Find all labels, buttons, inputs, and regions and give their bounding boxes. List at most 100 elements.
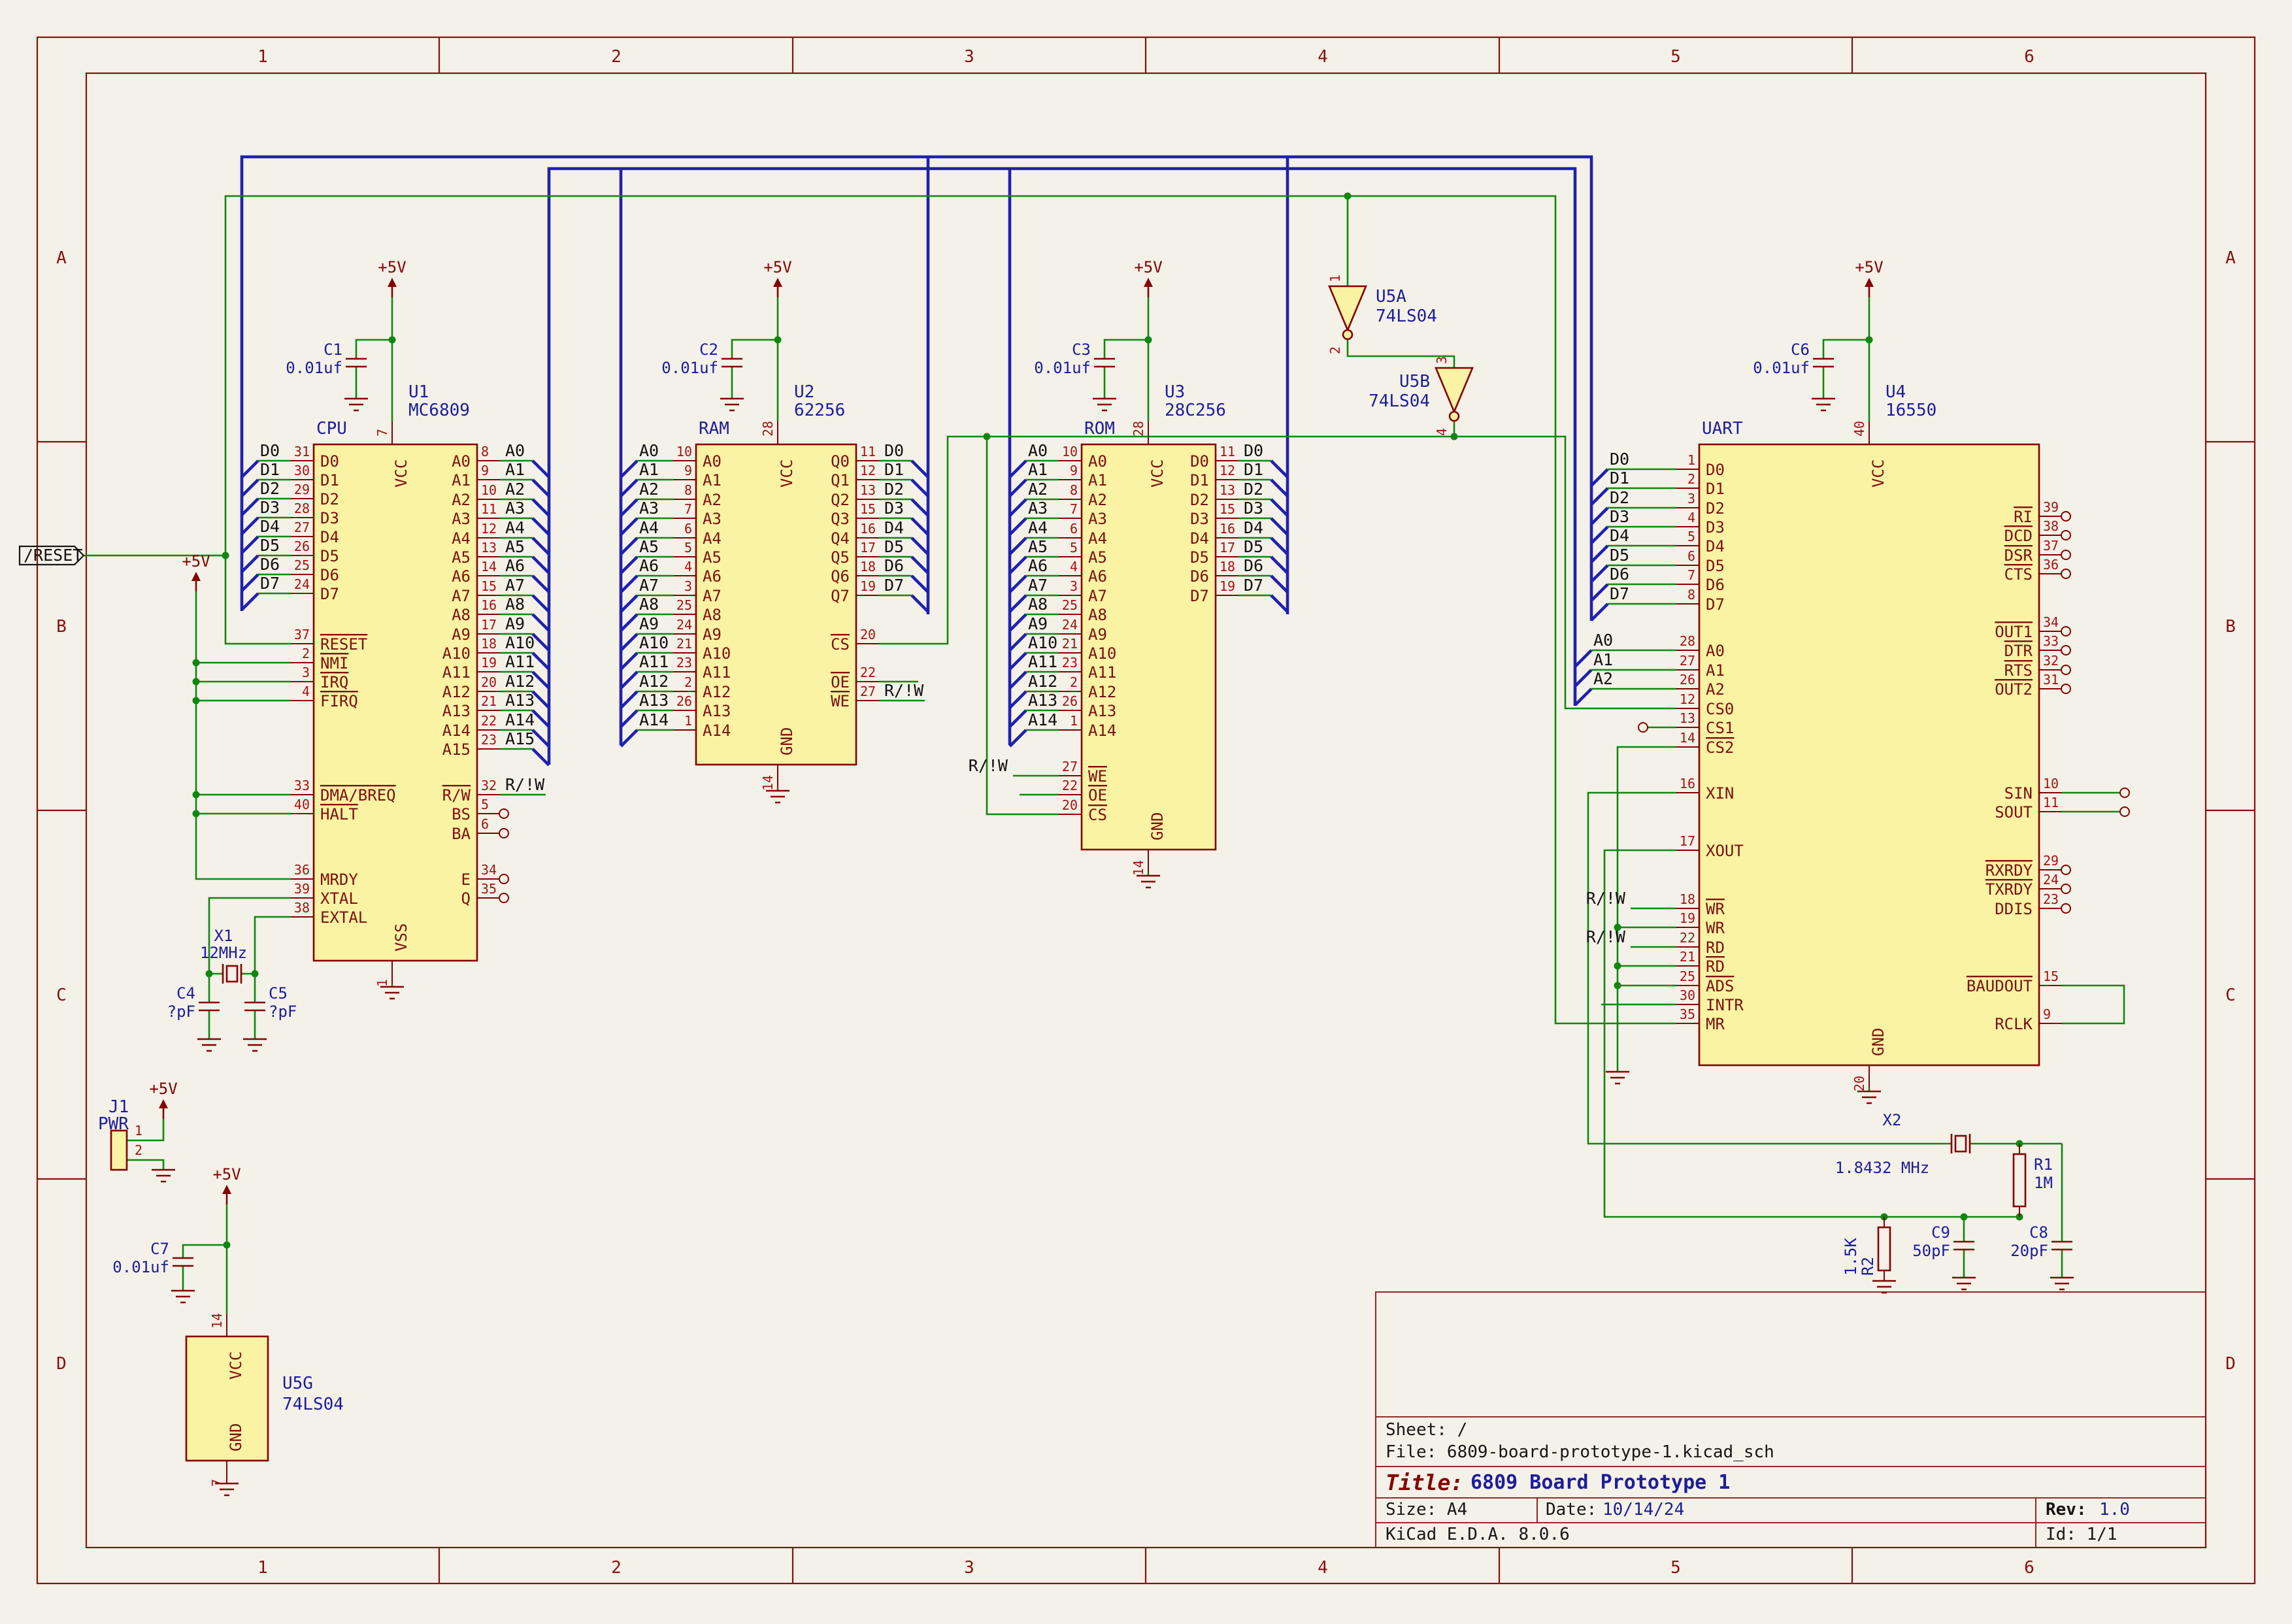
gnd-symbol[interactable] — [1093, 397, 1116, 412]
bus-entry[interactable] — [1590, 487, 1609, 506]
wire[interactable] — [127, 1119, 165, 1142]
bus-entry[interactable] — [620, 613, 639, 632]
bus-entry[interactable] — [241, 535, 259, 554]
bus-entry[interactable] — [531, 459, 550, 478]
gnd-symbol[interactable] — [1606, 1070, 1629, 1085]
bus-entry[interactable] — [1008, 729, 1027, 748]
bus-entry[interactable] — [531, 729, 550, 748]
inverter-U5A[interactable] — [1328, 285, 1367, 333]
bus-entry[interactable] — [1008, 555, 1027, 574]
gnd-symbol[interactable] — [720, 397, 744, 412]
bus-entry[interactable] — [910, 517, 929, 536]
bus-entry[interactable] — [620, 555, 639, 574]
bus-entry[interactable] — [531, 652, 550, 671]
gnd-symbol[interactable] — [1812, 397, 1835, 412]
bus-entry[interactable] — [620, 729, 639, 748]
wire[interactable] — [879, 435, 1676, 710]
bus-entry[interactable] — [1008, 671, 1027, 689]
ic-U2[interactable] — [695, 443, 857, 766]
crystal-X1[interactable] — [225, 965, 239, 983]
wire[interactable] — [1103, 339, 1148, 359]
bus-entry[interactable] — [1590, 544, 1609, 563]
bus-entry[interactable] — [1008, 613, 1027, 632]
wire[interactable] — [1603, 849, 2019, 1218]
wire[interactable] — [1822, 339, 1869, 359]
schematic-content[interactable]: +5V+5V+5V+5V+5V+5V+5VCPUU1MC68097VCC1VSS… — [18, 155, 2130, 1497]
wire[interactable] — [1587, 791, 1952, 1145]
wire[interactable] — [208, 897, 291, 975]
bus-entry[interactable] — [910, 459, 929, 478]
bus-entry[interactable] — [1270, 555, 1289, 574]
ic-U3[interactable] — [1080, 443, 1217, 851]
bus-entry[interactable] — [1590, 506, 1609, 525]
bus-entry[interactable] — [620, 690, 639, 709]
gnd-symbol[interactable] — [1952, 1276, 1976, 1291]
crystal-X2[interactable] — [1954, 1135, 1967, 1153]
bus-entry[interactable] — [1008, 690, 1027, 709]
wire[interactable] — [1346, 339, 1455, 368]
bus-entry[interactable] — [910, 537, 929, 555]
bus-entry[interactable] — [531, 574, 550, 593]
title-block[interactable]: Sheet: / File: 6809-board-prototype-1.ki… — [1375, 1291, 2206, 1548]
inverter-U5B[interactable] — [1435, 367, 1474, 414]
wire[interactable] — [355, 339, 392, 359]
bus-entry[interactable] — [1270, 498, 1289, 517]
ic-U1[interactable] — [312, 443, 478, 962]
gnd-symbol[interactable] — [344, 397, 368, 412]
bus-entry[interactable] — [241, 497, 259, 516]
bus-entry[interactable] — [910, 555, 929, 574]
bus-entry[interactable] — [531, 671, 550, 689]
gnd-symbol[interactable] — [152, 1168, 175, 1183]
bus-entry[interactable] — [531, 709, 550, 728]
wire[interactable] — [241, 916, 291, 975]
bus-entry[interactable] — [620, 652, 639, 671]
wire[interactable] — [182, 1244, 227, 1258]
bus-entry[interactable] — [1008, 574, 1027, 593]
bus-entry[interactable] — [531, 748, 550, 767]
bus-entry[interactable] — [1574, 669, 1593, 688]
bus-entry[interactable] — [1574, 649, 1593, 668]
resistor-R2[interactable] — [1877, 1226, 1891, 1272]
gnd-symbol[interactable] — [171, 1289, 195, 1304]
bus-entry[interactable] — [241, 516, 259, 535]
bus-entry[interactable] — [1008, 478, 1027, 497]
bus-entry[interactable] — [1590, 468, 1609, 487]
bus-entry[interactable] — [1270, 478, 1289, 497]
bus-entry[interactable] — [620, 459, 639, 478]
gnd-symbol[interactable] — [380, 986, 404, 1000]
gnd-symbol[interactable] — [197, 1038, 221, 1052]
bus-entry[interactable] — [241, 573, 259, 592]
bus-entry[interactable] — [620, 671, 639, 689]
bus-entry[interactable] — [1270, 517, 1289, 536]
bus-entry[interactable] — [1008, 709, 1027, 728]
bus-line[interactable] — [547, 167, 1577, 765]
bus-entry[interactable] — [531, 555, 550, 574]
bus-entry[interactable] — [1008, 633, 1027, 652]
wire[interactable] — [986, 437, 1059, 816]
bus-entry[interactable] — [620, 594, 639, 613]
gnd-symbol[interactable] — [766, 789, 789, 804]
ic-U4[interactable] — [1698, 443, 2040, 1067]
bus-entry[interactable] — [1270, 459, 1289, 478]
bus-entry[interactable] — [910, 574, 929, 593]
bus-entry[interactable] — [531, 498, 550, 517]
bus-entry[interactable] — [1590, 564, 1609, 583]
bus-entry[interactable] — [241, 592, 259, 611]
wire[interactable] — [224, 195, 1676, 1025]
bus-entry[interactable] — [1008, 517, 1027, 536]
bus-entry[interactable] — [531, 537, 550, 555]
ic-U5G[interactable] — [185, 1335, 269, 1462]
bus-entry[interactable] — [1008, 537, 1027, 555]
bus-entry[interactable] — [620, 709, 639, 728]
bus-entry[interactable] — [531, 613, 550, 632]
bus-entry[interactable] — [620, 633, 639, 652]
gnd-symbol[interactable] — [2050, 1276, 2074, 1291]
bus-entry[interactable] — [1574, 688, 1593, 706]
bus-entry[interactable] — [531, 517, 550, 536]
resistor-R1[interactable] — [2012, 1153, 2027, 1208]
connector-J1[interactable] — [110, 1129, 128, 1171]
bus-entry[interactable] — [620, 574, 639, 593]
bus-entry[interactable] — [620, 517, 639, 536]
bus-entry[interactable] — [241, 459, 259, 478]
bus-entry[interactable] — [910, 498, 929, 517]
